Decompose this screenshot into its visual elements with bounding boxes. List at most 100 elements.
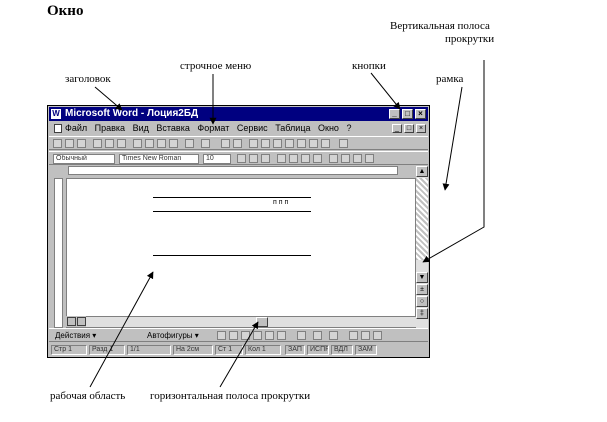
show-hide-icon[interactable] (321, 139, 330, 148)
print-icon[interactable] (93, 139, 102, 148)
numbering-icon[interactable] (329, 154, 338, 163)
status-trk[interactable]: ИСПР (307, 345, 329, 355)
work-area-arrow (89, 271, 154, 388)
arrow-tool-icon[interactable] (229, 331, 238, 340)
close-button[interactable]: × (415, 109, 426, 119)
scroll-up-button[interactable]: ▲ (416, 166, 428, 177)
doc-close-button[interactable]: × (416, 124, 426, 133)
word-window: W Microsoft Word - Лоция2БД _ □ × Файл П… (47, 105, 430, 358)
align-left-icon[interactable] (277, 154, 286, 163)
vertical-scroll-label-line2: прокрутки (445, 33, 495, 45)
save-icon[interactable] (77, 139, 86, 148)
horizontal-ruler[interactable] (68, 166, 398, 175)
menu-item-window[interactable]: Окно (318, 123, 339, 133)
document-map-icon[interactable] (309, 139, 318, 148)
page-marker: п п п (273, 199, 289, 206)
vertical-scrollbar[interactable]: ▲ ▼ ± ○ ‡ (416, 166, 428, 328)
menu-item-tools[interactable]: Сервис (236, 123, 268, 133)
document-icon[interactable] (54, 124, 62, 133)
status-column: Кол 1 (245, 345, 281, 355)
font-color-icon[interactable] (329, 331, 338, 340)
spelling-icon[interactable] (117, 139, 126, 148)
vertical-ruler[interactable] (54, 178, 63, 328)
status-rec[interactable]: ЗАП (285, 345, 305, 355)
web-toolbar-icon[interactable] (233, 139, 242, 148)
copy-icon[interactable] (145, 139, 154, 148)
status-pages: 1/1 (127, 345, 171, 355)
decrease-indent-icon[interactable] (353, 154, 362, 163)
work-area-label: рабочая область (50, 390, 126, 402)
menu-bar: Файл Правка Вид Вставка Формат Сервис Та… (49, 122, 428, 135)
menu-item-view[interactable]: Вид (132, 123, 149, 133)
redo-icon[interactable] (201, 139, 210, 148)
standard-toolbar (49, 136, 428, 150)
textbox-tool-icon[interactable] (265, 331, 274, 340)
normal-view-button[interactable] (67, 317, 76, 326)
insert-table-icon[interactable] (261, 139, 270, 148)
page-heading: Окно (47, 3, 84, 19)
status-ext[interactable]: ВДЛ (331, 345, 353, 355)
line-color-icon[interactable] (313, 331, 322, 340)
bullets-icon[interactable] (341, 154, 350, 163)
align-center-icon[interactable] (289, 154, 298, 163)
status-ovr[interactable]: ЗАМ (355, 345, 377, 355)
bold-icon[interactable] (237, 154, 246, 163)
wordart-icon[interactable] (277, 331, 286, 340)
justify-icon[interactable] (313, 154, 322, 163)
word-app-icon: W (51, 109, 61, 119)
menu-item-format[interactable]: Формат (197, 123, 230, 133)
menu-item-table[interactable]: Таблица (275, 123, 311, 133)
insert-excel-icon[interactable] (273, 139, 282, 148)
select-browse-object-button[interactable]: ○ (416, 296, 428, 307)
drawing-actions-menu[interactable]: Действия ▾ (55, 331, 97, 340)
arrow-style-icon[interactable] (373, 331, 382, 340)
page-layout-button[interactable] (77, 317, 86, 326)
horizontal-scroll-arrow (219, 321, 259, 388)
next-page-button[interactable]: ‡ (416, 308, 428, 319)
rectangle-tool-icon[interactable] (241, 331, 250, 340)
menu-item-edit[interactable]: Правка (94, 123, 126, 133)
drawing-toolbar: Действия ▾ Автофигуры ▾ (49, 328, 428, 342)
preview-icon[interactable] (105, 139, 114, 148)
drawing-icon[interactable] (297, 139, 306, 148)
vertical-scroll-track[interactable] (416, 178, 428, 260)
maximize-button[interactable]: □ (402, 109, 413, 119)
work-area[interactable]: п п п (66, 178, 416, 328)
undo-icon[interactable] (185, 139, 194, 148)
dash-style-icon[interactable] (361, 331, 370, 340)
menu-item-file[interactable]: Файл (65, 123, 88, 133)
cut-icon[interactable] (133, 139, 142, 148)
open-icon[interactable] (65, 139, 74, 148)
title-bar[interactable]: W Microsoft Word - Лоция2БД _ □ × (49, 107, 428, 121)
doc-restore-button[interactable]: □ (404, 124, 414, 133)
line-tool-icon[interactable] (217, 331, 226, 340)
size-combo[interactable]: 10 (203, 154, 231, 164)
scroll-down-button[interactable]: ▼ (416, 272, 428, 283)
autoshapes-menu[interactable]: Автофигуры ▾ (147, 331, 199, 340)
style-combo[interactable]: Обычный (53, 154, 115, 164)
menu-item-insert[interactable]: Вставка (156, 123, 190, 133)
line-style-icon[interactable] (349, 331, 358, 340)
status-page: Стр 1 (51, 345, 87, 355)
frame-label: рамка (436, 73, 464, 85)
italic-icon[interactable] (249, 154, 258, 163)
increase-indent-icon[interactable] (365, 154, 374, 163)
underline-icon[interactable] (261, 154, 270, 163)
prev-page-button[interactable]: ± (416, 284, 428, 295)
help-icon[interactable] (339, 139, 348, 148)
new-doc-icon[interactable] (53, 139, 62, 148)
font-combo[interactable]: Times New Roman (119, 154, 199, 164)
ellipse-tool-icon[interactable] (253, 331, 262, 340)
menu-item-help[interactable]: ? (346, 123, 352, 133)
paste-icon[interactable] (157, 139, 166, 148)
title-label: заголовок (65, 73, 111, 85)
doc-minimize-button[interactable]: _ (392, 124, 402, 133)
tables-borders-icon[interactable] (249, 139, 258, 148)
buttons-label: кнопки (352, 60, 386, 72)
align-right-icon[interactable] (301, 154, 310, 163)
vertical-scroll-arrow (422, 60, 485, 263)
format-painter-icon[interactable] (169, 139, 178, 148)
hyperlink-icon[interactable] (221, 139, 230, 148)
fill-color-icon[interactable] (297, 331, 306, 340)
columns-icon[interactable] (285, 139, 294, 148)
